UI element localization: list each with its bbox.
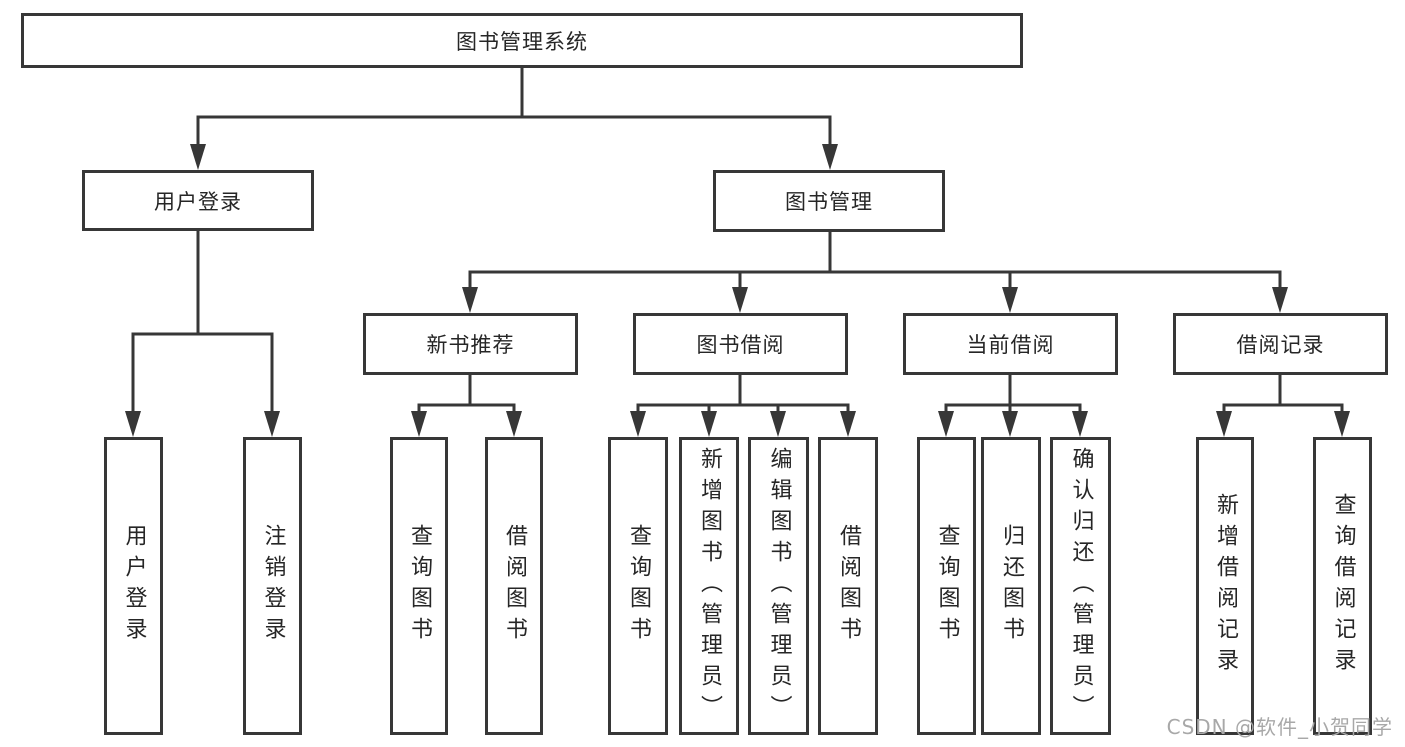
- arrow-icon: [1216, 411, 1232, 437]
- arrow-icon: [462, 287, 478, 313]
- node-book-management: 图书管理: [713, 170, 945, 232]
- arrow-icon: [822, 144, 838, 170]
- arrow-icon: [732, 287, 748, 313]
- arrow-icon: [840, 411, 856, 437]
- arrow-icon: [1272, 287, 1288, 313]
- connector: [468, 270, 1282, 292]
- connector: [196, 115, 832, 150]
- leaf-cb-return-books: 归还图书: [981, 437, 1041, 735]
- arrow-icon: [190, 144, 206, 170]
- arrow-icon: [770, 411, 786, 437]
- node-borrowing-records: 借阅记录: [1173, 313, 1388, 375]
- arrow-icon: [938, 411, 954, 437]
- arrow-icon: [1072, 411, 1088, 437]
- leaf-nb-query-books: 查询图书: [390, 437, 448, 735]
- node-book-borrowing: 图书借阅: [633, 313, 848, 375]
- connector: [636, 403, 850, 414]
- connector: [944, 403, 1082, 414]
- arrow-icon: [630, 411, 646, 437]
- leaf-bb-query-books: 查询图书: [608, 437, 668, 735]
- arrow-icon: [411, 411, 427, 437]
- connector: [131, 332, 274, 414]
- arrow-icon: [506, 411, 522, 437]
- connector: [417, 403, 516, 414]
- arrow-icon: [701, 411, 717, 437]
- leaf-bb-edit-books-admin: 编辑图书（管理员）: [748, 437, 809, 735]
- leaf-user-login: 用户登录: [104, 437, 163, 735]
- node-user-login: 用户登录: [82, 170, 314, 231]
- node-root: 图书管理系统: [21, 13, 1023, 68]
- connector: [1222, 403, 1344, 414]
- arrow-icon: [125, 411, 141, 437]
- leaf-logout: 注销登录: [243, 437, 302, 735]
- arrow-icon: [1002, 287, 1018, 313]
- leaf-bb-borrow-books: 借阅图书: [818, 437, 878, 735]
- node-current-borrowing: 当前借阅: [903, 313, 1118, 375]
- node-new-book-recommend: 新书推荐: [363, 313, 578, 375]
- arrow-icon: [1002, 411, 1018, 437]
- leaf-cb-confirm-return-admin: 确认归还（管理员）: [1050, 437, 1111, 735]
- leaf-br-query-record: 查询借阅记录: [1313, 437, 1372, 735]
- watermark: CSDN @软件_小贺同学: [1166, 715, 1393, 739]
- leaf-cb-query-books: 查询图书: [917, 437, 976, 735]
- leaf-bb-add-books-admin: 新增图书（管理员）: [679, 437, 739, 735]
- arrow-icon: [264, 411, 280, 437]
- leaf-br-add-record: 新增借阅记录: [1196, 437, 1254, 735]
- leaf-nb-borrow-books: 借阅图书: [485, 437, 543, 735]
- arrow-icon: [1334, 411, 1350, 437]
